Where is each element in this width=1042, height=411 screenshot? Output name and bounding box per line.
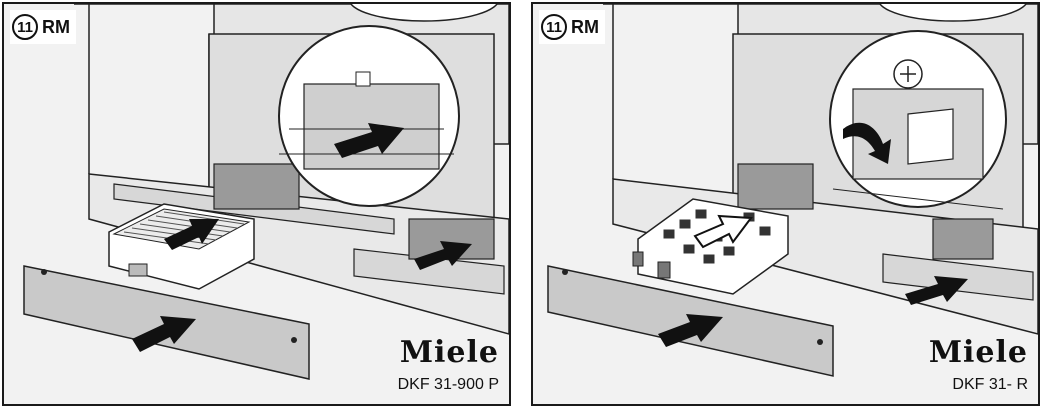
model-label: DKF 31- R — [952, 376, 1028, 393]
instruction-panel-left: 11 RM Miele DKF 31-900 P — [2, 2, 511, 406]
installation-illustration — [4, 4, 509, 404]
arrow-icon — [693, 214, 753, 249]
model-label: DKF 31-900 P — [397, 376, 499, 393]
filter-slot — [213, 163, 300, 210]
arrow-icon — [164, 219, 219, 250]
brand-logo: Miele — [928, 335, 1028, 370]
arrow-icon — [132, 316, 196, 352]
filter-slot — [932, 218, 994, 260]
arrow-icon — [414, 241, 472, 270]
fan-housing — [879, 4, 1027, 22]
step-number: 11 — [12, 14, 38, 40]
arrow-icon — [905, 276, 968, 305]
installation-illustration — [533, 4, 1038, 404]
arrow-icon — [334, 123, 404, 158]
brand-logo: Miele — [399, 335, 499, 370]
arrow-icon — [658, 314, 723, 347]
filter-slot — [737, 163, 814, 210]
step-badge: 11 RM — [10, 10, 76, 44]
step-tag: RM — [571, 16, 599, 37]
fan-housing — [350, 4, 498, 22]
step-badge: 11 RM — [539, 10, 605, 44]
arrow-icon — [843, 122, 891, 164]
step-tag: RM — [42, 16, 70, 37]
step-number: 11 — [541, 14, 567, 40]
instruction-panel-right: 11 RM Miele DKF 31- R — [531, 2, 1040, 406]
odour-filter — [637, 198, 789, 295]
